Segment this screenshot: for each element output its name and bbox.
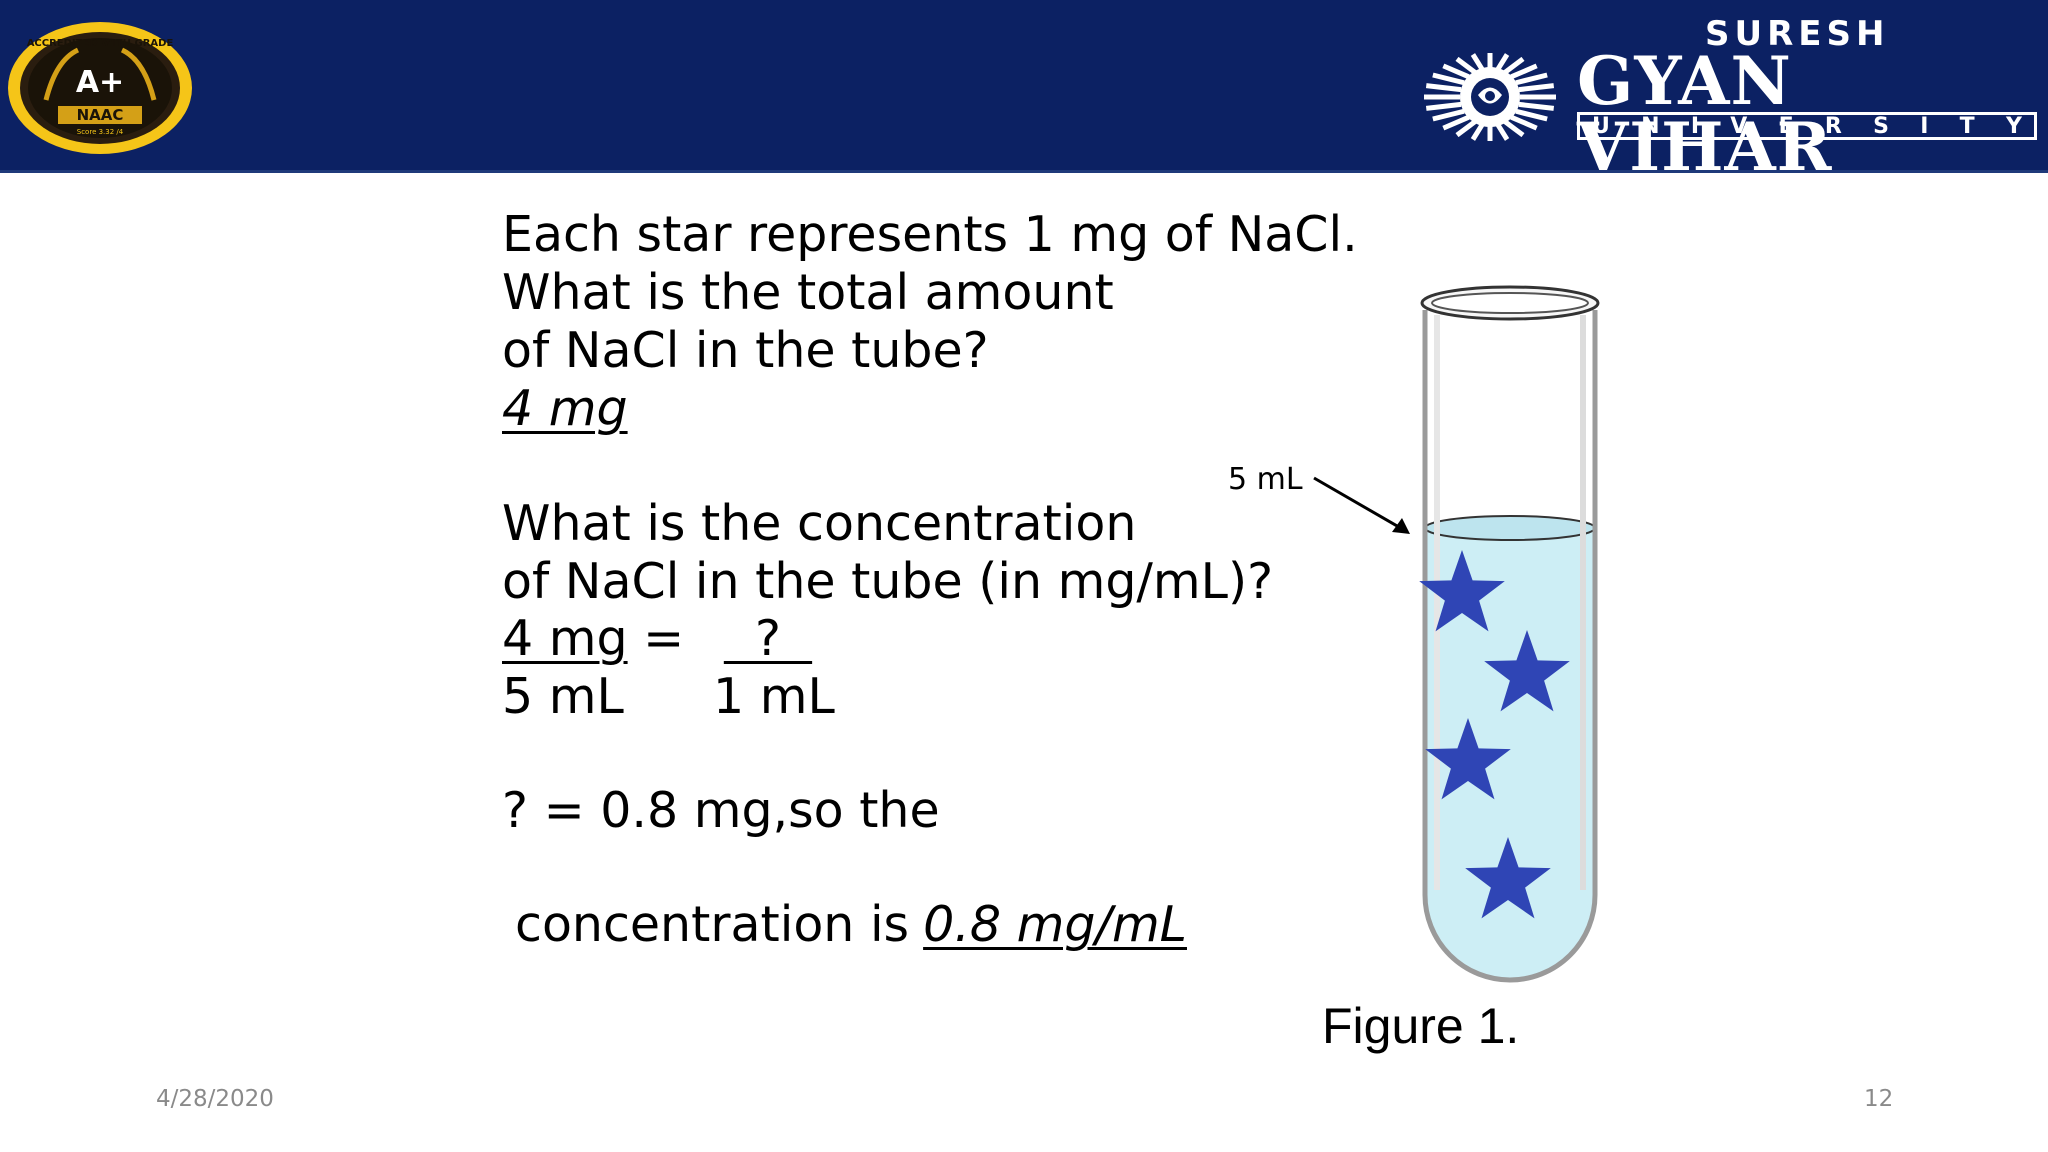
q1-line-1: Each star represents 1 mg of NaCl. <box>502 206 1358 263</box>
q2-line-2: of NaCl in the tube (in mg/mL)? <box>502 553 1274 610</box>
result-line: ? = 0.8 mg,so the <box>502 782 940 839</box>
pointer-arrow-icon <box>1313 476 1410 534</box>
university-letter: E <box>1778 113 1794 139</box>
university-letter: S <box>1873 113 1889 139</box>
naac-badge-logo: A+ NAAC Score 3.32 /4 ACCREDITED WITH GR… <box>8 22 192 154</box>
figure-caption: Figure 1. <box>1322 998 1520 1054</box>
fraction-numerator-row: 4 mg = ? <box>502 610 812 668</box>
university-letter: I <box>1690 113 1700 139</box>
university-name-line3: U N I V E R S I T Y <box>1577 112 2037 140</box>
test-tube-figure <box>1419 285 1600 983</box>
university-letter: N <box>1641 113 1660 139</box>
fraction-right-denominator: 1 mL <box>713 668 835 725</box>
page-number: 12 <box>1864 1086 1894 1112</box>
naac-label: NAAC <box>77 106 124 124</box>
q1-line-2: What is the total amount <box>502 264 1114 321</box>
university-letter: U <box>1592 113 1610 139</box>
naac-grade: A+ <box>76 65 124 100</box>
star-icon <box>1465 837 1551 919</box>
fraction-left-numerator: 4 mg <box>502 610 628 667</box>
q2-line-1: What is the concentration <box>502 495 1137 552</box>
footer-date: 4/28/2020 <box>156 1086 274 1112</box>
star-icon <box>1425 718 1511 800</box>
university-letter: R <box>1824 113 1842 139</box>
university-name-line1: SURESH <box>1705 14 1890 54</box>
fraction-left-denominator: 5 mL <box>502 668 624 725</box>
fraction-right-numerator: ? <box>723 610 813 667</box>
star-icon <box>1484 630 1570 712</box>
university-letter: Y <box>2005 113 2022 139</box>
volume-label: 5 mL <box>1228 462 1303 497</box>
equals-sign: = <box>627 610 700 667</box>
header-bar: A+ NAAC Score 3.32 /4 ACCREDITED WITH GR… <box>0 0 2048 180</box>
conclusion-value: 0.8 mg/mL <box>923 896 1187 953</box>
q1-answer: 4 mg <box>502 380 628 437</box>
star-icon <box>1419 550 1505 632</box>
naac-top-text: ACCREDITED WITH GRADE <box>27 38 174 49</box>
university-emblem-icon <box>1424 53 1556 141</box>
conclusion-prefix: concentration is <box>515 896 910 953</box>
university-letter: V <box>1730 113 1748 139</box>
q1-line-3: of NaCl in the tube? <box>502 322 989 379</box>
university-name-line2: GYAN VIHAR <box>1577 42 1833 186</box>
naac-score: Score 3.32 /4 <box>77 128 124 136</box>
university-letter: T <box>1959 113 1975 139</box>
university-letter: I <box>1920 113 1929 139</box>
